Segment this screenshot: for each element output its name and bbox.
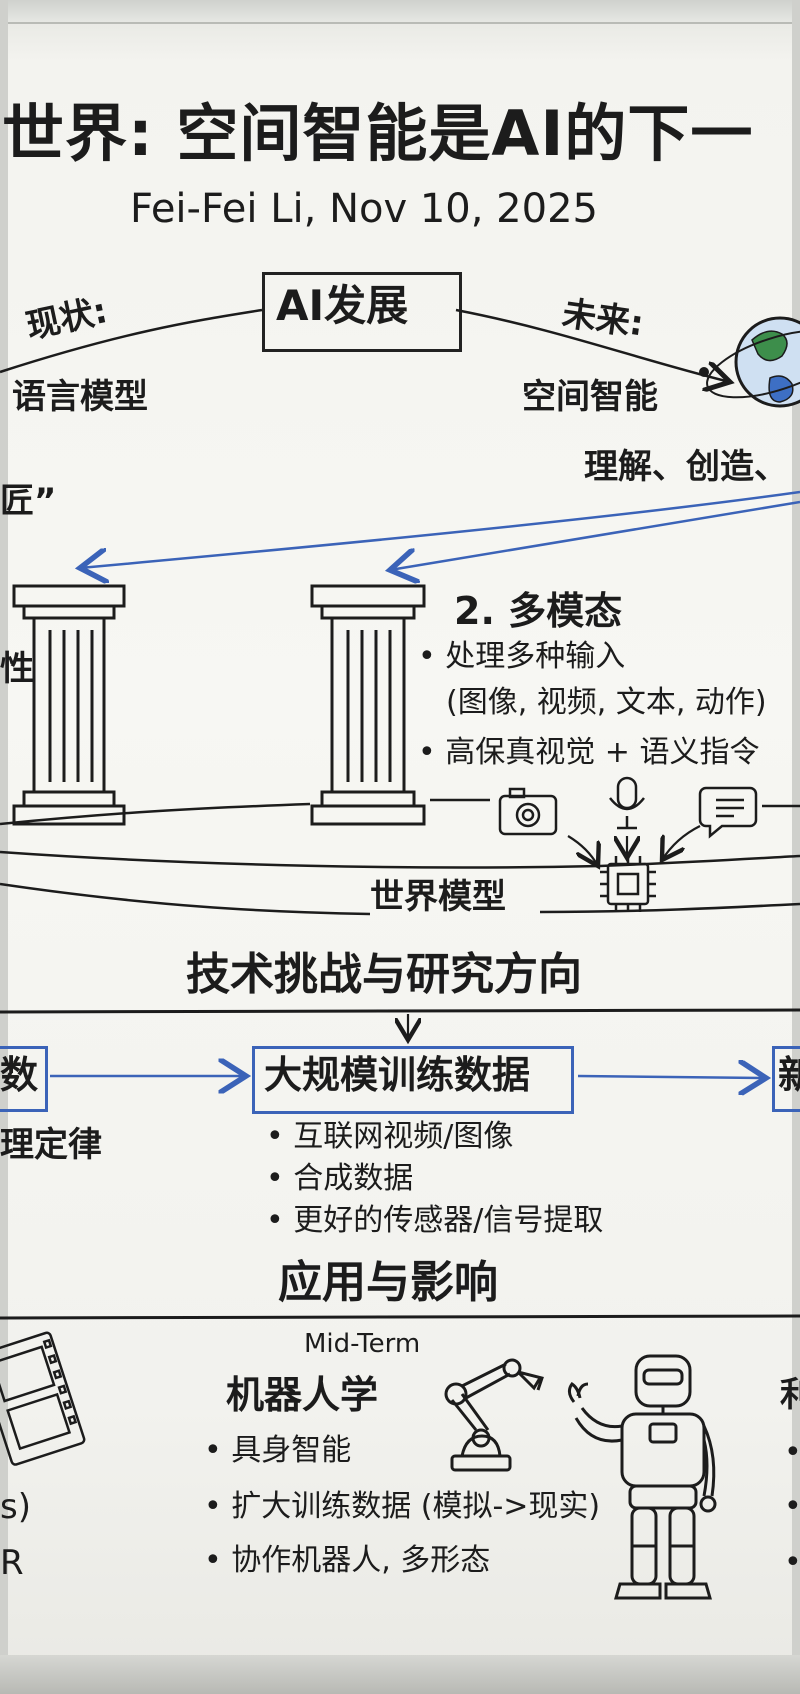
training-data-label: 大规模训练数据 xyxy=(264,1053,531,1097)
midterm-label: Mid-Term xyxy=(304,1329,421,1359)
board-frame-left xyxy=(0,0,8,1694)
multimodal-item: • 处理多种输入 xyxy=(418,639,626,674)
arrow-to-future xyxy=(455,308,730,382)
board-frame-bottom xyxy=(0,1655,800,1694)
right-tech-box-fragment: 新 xyxy=(778,1053,800,1097)
chip-icon xyxy=(600,856,656,912)
humanoid-robot-icon xyxy=(567,1354,717,1600)
robotics-item: • 协作机器人, 多形态 xyxy=(204,1543,491,1578)
training-data-item: • 互联网视频/图像 xyxy=(266,1119,514,1154)
chat-icon xyxy=(698,786,758,839)
board-title: 世界: 空间智能是AI的下一 xyxy=(2,97,754,170)
board-frame-top xyxy=(0,0,800,24)
training-data-item: • 合成数据 xyxy=(266,1161,414,1196)
globe-icon xyxy=(699,316,800,408)
left-tech-box-fragment: 数 xyxy=(0,1053,39,1097)
robotics-item: • 具身智能 xyxy=(204,1433,352,1468)
pillar-left-icon xyxy=(12,584,126,826)
left-quote-fragment: 匠” xyxy=(0,481,57,521)
left-app-fragment: s) xyxy=(0,1487,31,1527)
robotics-title: 机器人学 xyxy=(226,1373,379,1417)
microphone-icon xyxy=(609,776,645,830)
future-value: 空间智能 xyxy=(522,377,658,417)
robotics-item: • 扩大训练数据 (模拟->现实) xyxy=(204,1489,601,1524)
byline: Fei-Fei Li, Nov 10, 2025 xyxy=(130,186,598,232)
training-data-item: • 更好的传感器/信号提取 xyxy=(266,1203,604,1238)
left-tech-box xyxy=(0,1046,48,1112)
tech-section-title: 技术挑战与研究方向 xyxy=(186,949,582,1000)
right-app-fragment: 利 xyxy=(780,1375,800,1415)
multimodal-item: • 高保真视觉 + 语义指令 xyxy=(418,735,760,770)
left-pillar-fragment: 性 xyxy=(0,649,34,689)
blue-arrow-center xyxy=(390,500,800,570)
blue-arrow-tech-right xyxy=(577,1076,766,1078)
blue-arrow-left xyxy=(80,490,800,568)
right-tech-box xyxy=(772,1046,800,1112)
left-app-fragment: R xyxy=(0,1543,24,1583)
right-app-bullet: • xyxy=(784,1435,800,1470)
camera-icon xyxy=(498,787,558,836)
multimodal-title: 2. 多模态 xyxy=(454,589,623,633)
left-tech-sub-fragment: 理定律 xyxy=(0,1125,102,1165)
multimodal-item: (图像, 视频, 文本, 动作) xyxy=(446,685,767,720)
pillar-center-icon xyxy=(310,584,426,826)
future-sub: 理解、创造、 xyxy=(584,447,788,487)
robotic-arm-icon xyxy=(444,1358,544,1472)
world-model-label: 世界模型 xyxy=(370,877,506,917)
right-app-bullet: • xyxy=(784,1545,800,1580)
current-value: 语言模型 xyxy=(12,377,148,417)
film-strip-icon xyxy=(0,1331,86,1466)
applications-title: 应用与影响 xyxy=(278,1257,498,1308)
arrow-to-current xyxy=(0,308,263,374)
board-frame-right xyxy=(792,0,800,1694)
ai-development-label: AI发展 xyxy=(276,281,409,330)
training-data-box xyxy=(252,1046,574,1114)
right-app-bullet: • xyxy=(784,1489,800,1524)
